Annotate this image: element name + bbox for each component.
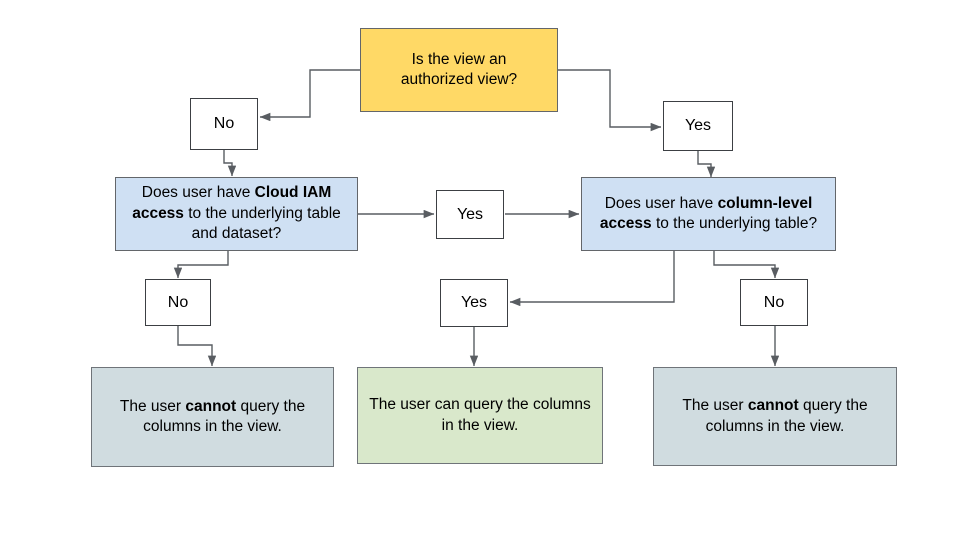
branch-yes-middle-label: Yes (456, 205, 484, 223)
node-iam-question[interactable]: Does user have Cloud IAM access to the u… (115, 177, 358, 251)
edge-iam-to-no-left (173, 251, 229, 279)
node-outcome-allow[interactable]: The user can query the columns in the vi… (357, 367, 603, 464)
branch-no-top-label: No (213, 115, 235, 133)
edge-start-to-yes-top (558, 69, 662, 132)
edge-column-to-no-right (713, 251, 780, 279)
column-question-emphasis: column-level access (599, 194, 813, 232)
edge-column-to-yes-bottom (509, 251, 675, 307)
iam-question-emphasis: Cloud IAM access (132, 184, 332, 222)
branch-no-left-label: No (167, 293, 189, 311)
node-outcome-deny-left[interactable]: The user cannot query the columns in the… (91, 367, 334, 467)
edge-no-top-to-iam (223, 150, 237, 177)
branch-no-right-label: No (763, 293, 785, 311)
node-branch-no-right[interactable]: No (740, 279, 808, 326)
node-branch-yes-bottom[interactable]: Yes (440, 279, 508, 327)
outcome-deny-left-emphasis: cannot (185, 397, 237, 415)
outcome-deny-left-text: The user cannot query the columns in the… (119, 397, 306, 435)
edge-yes-top-to-column (697, 151, 716, 178)
outcome-allow-text: The user can query the columns in the vi… (369, 396, 591, 434)
outcome-deny-right-emphasis: cannot (747, 397, 799, 415)
node-start-question[interactable]: Is the view an authorized view? (360, 28, 558, 112)
iam-question-text: Does user have Cloud IAM access to the u… (132, 184, 341, 243)
node-branch-yes-middle[interactable]: Yes (436, 190, 504, 239)
branch-yes-top-label: Yes (684, 117, 712, 135)
node-branch-no-top[interactable]: No (190, 98, 258, 150)
edge-start-to-no-top (259, 69, 360, 122)
node-branch-yes-top[interactable]: Yes (663, 101, 733, 151)
start-question-text: Is the view an authorized view? (400, 50, 518, 88)
column-question-text: Does user have column-level access to th… (599, 194, 818, 232)
outcome-deny-right-text: The user cannot query the columns in the… (682, 397, 868, 435)
node-outcome-deny-right[interactable]: The user cannot query the columns in the… (653, 367, 897, 466)
branch-yes-bottom-label: Yes (460, 294, 488, 312)
node-column-question[interactable]: Does user have column-level access to th… (581, 177, 836, 251)
edge-no-left-to-deny (177, 326, 217, 367)
node-branch-no-left[interactable]: No (145, 279, 211, 326)
